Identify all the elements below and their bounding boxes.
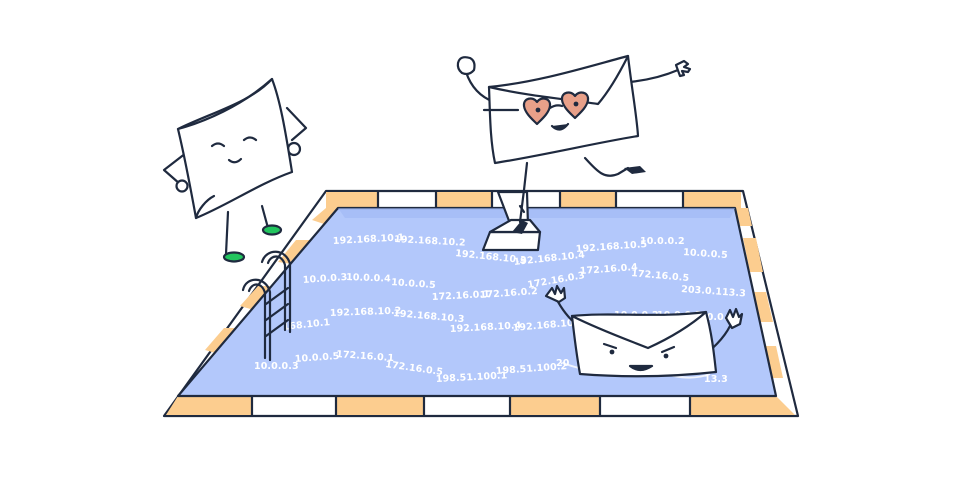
ip-label: 198.51.100.1 <box>436 370 508 385</box>
ip-label: 192.168.10.5 <box>575 239 647 255</box>
swimming-envelope-character <box>544 284 744 379</box>
ip-label: 172.16.0.2 <box>479 286 538 301</box>
ip-label: 20 <box>556 358 570 369</box>
ip-label: 10.0.0.5 <box>683 247 728 261</box>
tile-lines <box>250 190 692 417</box>
ip-label: 10.0.0.5 <box>391 277 436 291</box>
ip-label: 172.16.0.1 <box>336 349 395 364</box>
ip-label: 192.168.10.2 <box>394 234 466 249</box>
pool-right-tiles <box>735 208 783 378</box>
ip-label: 192.168.10.2 <box>330 306 402 319</box>
ip-label: 172.16.0.5 <box>631 268 690 284</box>
ip-label: 10.0.0.4 <box>346 272 391 285</box>
ip-label: 10.0.0.2 <box>640 236 685 247</box>
ip-label: 10.0. <box>700 312 728 323</box>
ip-label: 10.0.0.3 <box>302 272 347 286</box>
pool-back-tiles <box>326 192 741 208</box>
ip-label: 192.168.10.1 <box>333 232 405 247</box>
ip-label: 198.51.100.2 <box>495 361 567 377</box>
ip-label: 10.0.0.3 <box>254 361 299 372</box>
ip-label: 10.0.0.5 <box>294 351 339 365</box>
ip-label: 192.168.10.4 <box>450 320 522 335</box>
pool-front-tiles <box>166 396 795 415</box>
diving-envelope-character <box>456 54 692 234</box>
ip-label: 203.0.113.3 <box>681 284 746 299</box>
ip-label: 172.16.0.4 <box>579 262 638 277</box>
pool-ladder <box>241 250 292 362</box>
ip-label: 172.16.0.1 <box>432 289 491 303</box>
ip-label: 13.3 <box>704 374 728 385</box>
left-envelope-character <box>162 77 308 263</box>
ip-label: 168.10.1 <box>282 317 331 333</box>
